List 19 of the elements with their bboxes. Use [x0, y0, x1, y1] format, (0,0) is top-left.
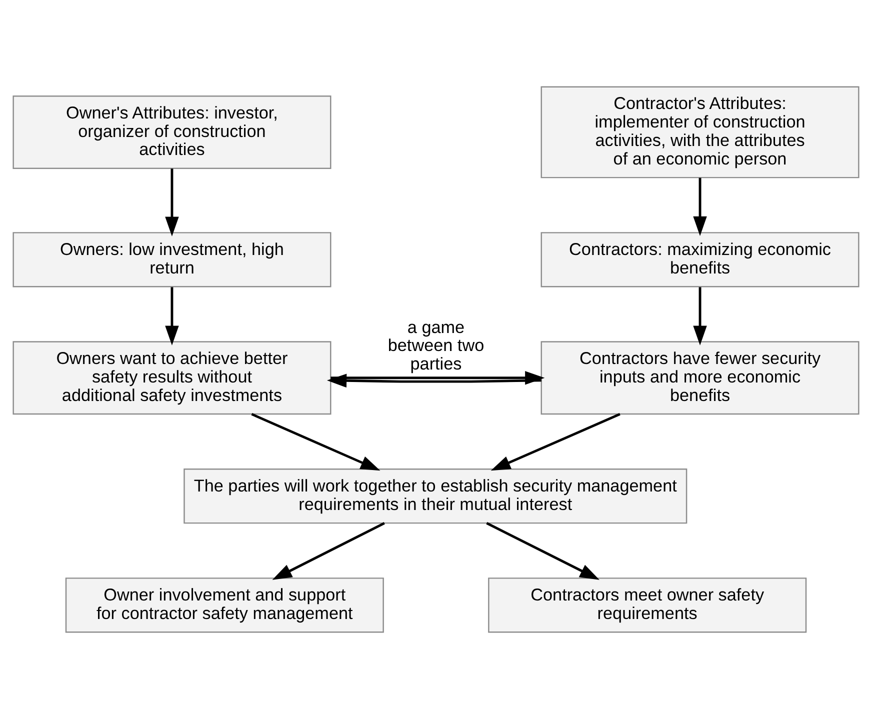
arrow: [490, 413, 620, 471]
arrow: [693, 287, 707, 346]
node-box: Owners want to achieve better safety results without additional safety investments: [12, 341, 332, 415]
node-box: The parties will work together to establish security management requirements in their mutual interest: [184, 468, 688, 524]
arrow: [165, 168, 179, 236]
node-box: Owner involvement and support for contractor safety management: [65, 578, 384, 633]
arrow: [165, 287, 179, 346]
arrow: [251, 413, 380, 471]
node-box: Contractors meet owner safety requirements: [488, 578, 807, 633]
node-box: Owner's Attributes: investor, organizer of construction activities: [12, 95, 332, 169]
arrow: [486, 522, 600, 580]
node-box: Contractor's Attributes: implementer of construction activities, with the attributes of an economic person: [540, 86, 860, 178]
node-box: Contractors have fewer security inputs and more economic benefits: [540, 341, 860, 415]
node-box: Owners: low investment, high return: [12, 232, 332, 288]
arrow: [326, 374, 542, 388]
edge-label: a game between two parties: [388, 316, 484, 374]
arrow: [272, 522, 385, 580]
arrow: [693, 178, 707, 236]
node-box: Contractors: maximizing economic benefits: [540, 232, 860, 288]
